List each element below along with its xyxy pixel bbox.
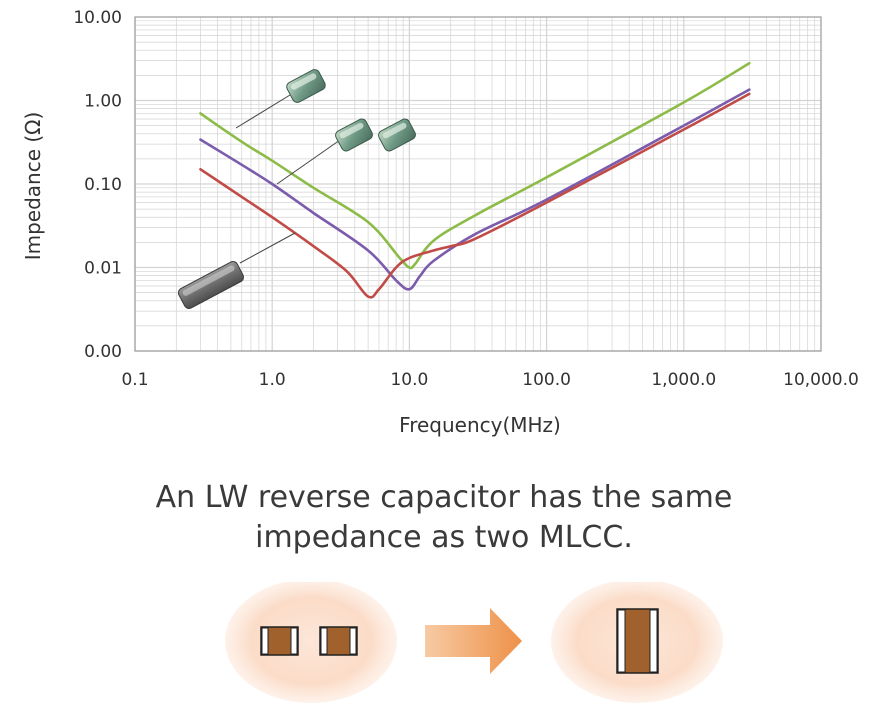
mlcc-pair-icon (335, 118, 416, 152)
y-tick-label: 0.00 (84, 342, 122, 362)
chart-grid (134, 17, 821, 352)
y-tick-labels: 10.00 1.00 0.10 0.01 0.00 (73, 8, 122, 362)
x-tick-labels: 0.1 1.0 10.0 100.0 1,000.0 10,000.0 (121, 370, 858, 390)
comparison-illustration (225, 582, 723, 703)
mlcc-single-icon (286, 69, 326, 103)
series-line-2 (199, 88, 751, 291)
mlcc-pair-bubble (225, 582, 397, 703)
mlcc-chip-icon (260, 626, 299, 656)
impedance-chart: 10.00 1.00 0.10 0.01 0.00 0.1 1.0 10.0 100.0 1,0… (21, 8, 859, 437)
y-axis-title: Impedance (Ω) (21, 112, 45, 261)
x-tick-label: 10,000.0 (783, 370, 859, 390)
series-line-3 (199, 92, 751, 299)
right-arrow-icon (425, 608, 522, 674)
x-tick-label: 1.0 (259, 370, 286, 390)
x-tick-label: 0.1 (121, 370, 148, 390)
caption-line-2: impedance as two MLCC. (255, 520, 633, 555)
lw-reverse-chip-icon (177, 261, 245, 309)
caption: An LW reverse capacitor has the same imp… (0, 478, 888, 558)
series-line-1 (199, 61, 751, 270)
leader-line-red (239, 232, 296, 264)
series-lines (199, 61, 751, 299)
leader-line-green (235, 94, 291, 129)
caption-line-1: An LW reverse capacitor has the same (155, 480, 733, 515)
y-tick-label: 0.10 (84, 175, 122, 195)
x-tick-label: 100.0 (522, 370, 571, 390)
y-tick-label: 10.00 (73, 8, 122, 28)
y-tick-label: 0.01 (84, 259, 122, 279)
x-tick-label: 10.0 (390, 370, 428, 390)
y-tick-label: 1.00 (84, 92, 122, 112)
mlcc-chip-icon (319, 626, 358, 656)
x-tick-label: 1,000.0 (651, 370, 716, 390)
leader-line-purple (276, 139, 341, 185)
plot-frame (134, 16, 822, 352)
x-axis-title: Frequency(MHz) (399, 413, 561, 437)
lw-reverse-capacitor-icon (616, 608, 659, 674)
